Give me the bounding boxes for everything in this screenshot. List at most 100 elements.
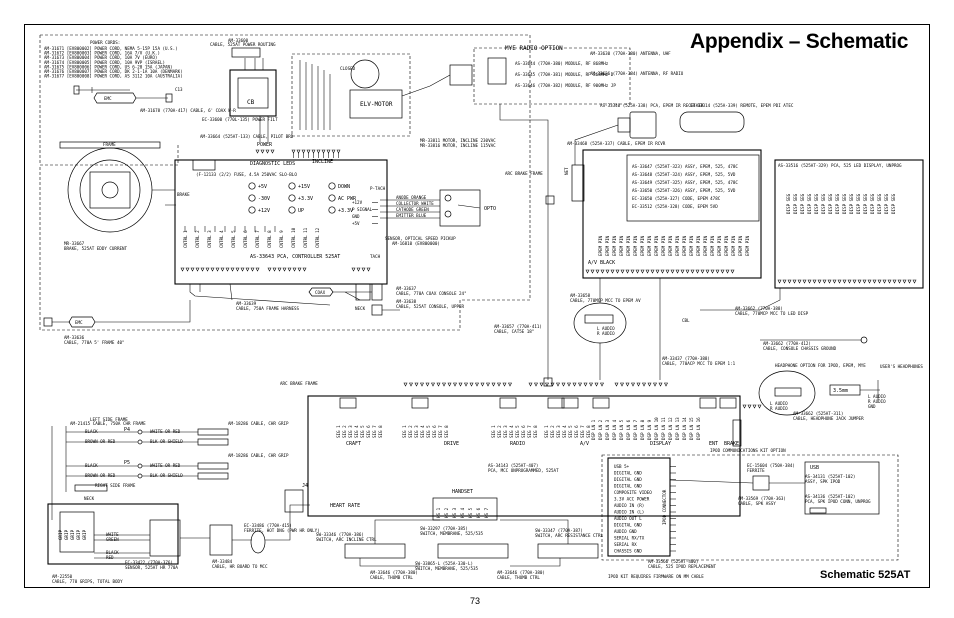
mcc-connector-block	[592, 397, 610, 409]
cb-label: CB	[247, 99, 255, 106]
epem-terminal	[710, 269, 715, 274]
left-frame-label: LEFT SIDE FRAME	[90, 417, 128, 422]
mcc-top-terminal	[497, 382, 501, 387]
hr-sensor-label: SENSOR, 525AT HR 770A	[125, 565, 178, 570]
ipod-pin-label: AUDIO IN (L)	[614, 510, 644, 515]
j4-label: J4	[302, 483, 308, 489]
mcc-header-label: DRIVE	[444, 441, 459, 447]
epem-terminal	[595, 269, 600, 274]
led-terminal	[877, 279, 882, 284]
mcc-pca-label: PCA, MCC UNPROGRAMMED, 525AT	[488, 468, 559, 473]
thumb-r-pn: AM-33646 (770A-380)	[497, 570, 545, 575]
mcc-display-pin-label: DSP LN 5	[619, 419, 624, 440]
ipod-pin-label: SERIAL RX	[614, 542, 637, 547]
controller-bottom-pin	[351, 267, 356, 272]
ir-receiver-label: AS-33340 (525A-338) PCA, EPEM IR RECEIVE…	[600, 103, 704, 108]
power-cord-line: AM-31673 [EV800004] POWER CORD, 10A 7V (…	[44, 55, 157, 60]
controller-bottom-pin	[366, 267, 371, 272]
controller-pin-label: CNTRL 2	[195, 230, 200, 248]
led-pin-label: DISP SEG	[786, 193, 791, 214]
usb-pca-label: PCA, SPK IPOD CONN, UNPROG	[805, 499, 871, 504]
hr-wire-color: BLK OR SHIELD	[150, 439, 183, 444]
led-terminal	[892, 279, 897, 284]
controller-bottom-pin	[267, 267, 272, 272]
mcc-connector-block	[699, 397, 717, 409]
led-pin-label: DISP SEG	[884, 193, 889, 214]
controller-bottom-pin	[180, 267, 185, 272]
led-terminal	[837, 279, 842, 284]
membrane-r-label: SWITCH, MEMBRANE, 525/535	[420, 531, 484, 536]
ipod-cable-label: CABLE, SPK ASSY	[738, 501, 776, 506]
elev-motor-label: ELV-MOTOR	[360, 101, 393, 108]
controller-bottom-pin	[190, 267, 195, 272]
diag-led-label: UP	[298, 208, 304, 214]
hp-l: L AUDIO	[868, 394, 886, 399]
mcc-top-terminal	[414, 382, 419, 387]
diag-led-label: +12V	[258, 208, 270, 214]
mcc-pin-label: SIG 6	[366, 425, 371, 438]
controller-board: DIAGNOSTIC LEDS (F-12133 (2/2) FUSE, 4.5…	[174, 142, 388, 285]
ipod-pin-label: CHASSIS GND	[614, 549, 642, 554]
epem-net-label: NET	[564, 167, 569, 175]
epem-pca-line: AS-33648 (525AT-324) ASSY, EPEM, 525, 5V…	[632, 172, 736, 177]
diag-led	[288, 182, 296, 190]
power-connector-pin	[255, 149, 260, 154]
chassis-gnd-pn: AM-33662 (770A-412)	[763, 341, 811, 346]
fuse-label: (F-12133 (2/2) FUSE, 4.5A 250VAC SLO-BLO	[196, 172, 297, 177]
headphone-bubble	[758, 370, 816, 416]
led-terminal	[867, 279, 872, 284]
controller-bottom-pin	[287, 267, 292, 272]
membrane-l-label: SWITCH, MEMBRANE, 525/535	[415, 566, 479, 571]
mcc-board: AS-34143 (525AT-407) PCA, MCC UNPROGRAMM…	[280, 381, 762, 517]
controller-pca-outline	[174, 159, 388, 285]
hr-grip2-label: AM-18286 CABLE, CHR GRIP	[228, 421, 289, 426]
ir-receiver-block: AS-33340 (525A-338) PCA, EPEM IR RECEIVE…	[567, 103, 794, 165]
incline-connector-pin	[306, 149, 311, 154]
led-terminal	[887, 279, 892, 284]
mcc-top-terminal	[491, 382, 496, 387]
hp-gnd: GND	[868, 404, 876, 409]
epem-pin-label: EPEM PIN	[598, 235, 603, 256]
hr-wire-color: BLACK	[85, 463, 98, 468]
mcc-top-terminal	[431, 382, 435, 387]
diag-led	[288, 194, 296, 202]
led-pin-label: DISP SEG	[835, 193, 840, 214]
epem-terminal	[650, 269, 655, 274]
mcc-led-pn: AM-33662 (770A-388)	[735, 306, 783, 311]
membrane-r-pn: SW-33297 (770A-385)	[420, 526, 468, 531]
controller-pin-label: CNTRL 8	[267, 230, 272, 248]
diag-led	[328, 194, 336, 202]
led-terminal	[787, 279, 792, 284]
hr-terminal	[137, 463, 143, 469]
lower-cables: AM-33639 CABLE, 750A FRAME HARNESS COAX …	[43, 283, 467, 345]
controller-bottom-pin	[356, 267, 361, 272]
controller-bottom-pin	[272, 267, 277, 272]
epem-board: AS-33647 (525AT-323) ASSY, EPEM, 525, 47…	[564, 149, 762, 279]
mcc-top-terminal	[486, 382, 490, 387]
epem-terminal	[695, 269, 700, 274]
led-terminal	[792, 279, 797, 284]
epem-pin-label: EPEM PIN	[696, 235, 701, 256]
mcc-header-label: RADIO	[510, 441, 525, 447]
epem-pca-line: AS-33649 (525AT-325) ASSY, EPEM, 525, 47…	[632, 180, 738, 185]
epem-terminal	[730, 269, 735, 274]
mcc-top-terminal	[578, 382, 582, 387]
epem-terminal	[725, 269, 730, 274]
ipod-note: IPOD KIT REQUIRES FIRMWARE ON MM CABLE	[608, 574, 704, 579]
led-display-board: AS-33516 (525AT-329) PCA, 525 LED DISPLA…	[774, 159, 924, 289]
arc-brake-label: ARC BRAKE FRAME	[505, 171, 543, 176]
speed-pickup-pn: AM-16810 (EV800000)	[392, 241, 440, 246]
hp-r: R AUDIO	[868, 399, 886, 404]
coax-console-label: CABLE, 770A COAX CONSOLE 24"	[396, 291, 467, 296]
usb-label: USB	[810, 465, 819, 471]
epem-terminal	[705, 269, 710, 274]
epem-terminal	[680, 269, 685, 274]
mcc-connector-block	[719, 397, 737, 409]
controller-pin-label: CNTRL 11	[303, 227, 308, 248]
diag-led-label: DOWN	[338, 184, 350, 190]
controller-bottom-pin	[302, 267, 307, 272]
mcc-display-pin-label: DSP LN 6	[626, 419, 631, 440]
mcc-pin-label: SIG 3	[503, 425, 508, 438]
epem-terminal	[625, 269, 630, 274]
epem-pin-label: EPEM PIN	[731, 235, 736, 256]
